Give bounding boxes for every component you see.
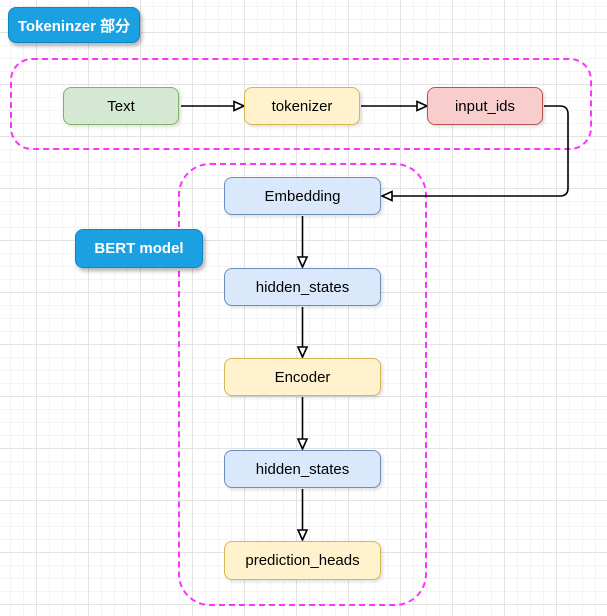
node-hidden-states-1[interactable]: hidden_states (224, 268, 381, 306)
bert-model-label[interactable]: BERT model (75, 229, 203, 268)
tokenizer-section-container[interactable] (10, 58, 592, 150)
node-hidden-states-2-label: hidden_states (255, 460, 350, 478)
node-embedding[interactable]: Embedding (224, 177, 381, 215)
node-prediction-heads[interactable]: prediction_heads (224, 541, 381, 580)
node-prediction-heads-label: prediction_heads (245, 552, 360, 569)
node-tokenizer-label: tokenizer (271, 97, 333, 115)
node-text-label: Text (107, 97, 135, 115)
node-embedding-label: Embedding (264, 187, 341, 205)
node-hidden-states-2[interactable]: hidden_states (224, 450, 381, 488)
node-tokenizer[interactable]: tokenizer (244, 87, 360, 125)
node-encoder-label: Encoder (274, 368, 331, 386)
node-input-ids[interactable]: input_ids (427, 87, 543, 125)
node-input-ids-label: input_ids (454, 97, 516, 115)
bert-model-container[interactable] (178, 163, 427, 606)
tokenizer-section-label-text: Tokeninzer 部分 (17, 17, 131, 35)
node-encoder[interactable]: Encoder (224, 358, 381, 396)
tokenizer-section-label[interactable]: Tokeninzer 部分 (8, 7, 140, 43)
node-text[interactable]: Text (63, 87, 179, 125)
bert-model-label-text: BERT model (94, 240, 184, 257)
node-hidden-states-1-label: hidden_states (255, 278, 350, 296)
